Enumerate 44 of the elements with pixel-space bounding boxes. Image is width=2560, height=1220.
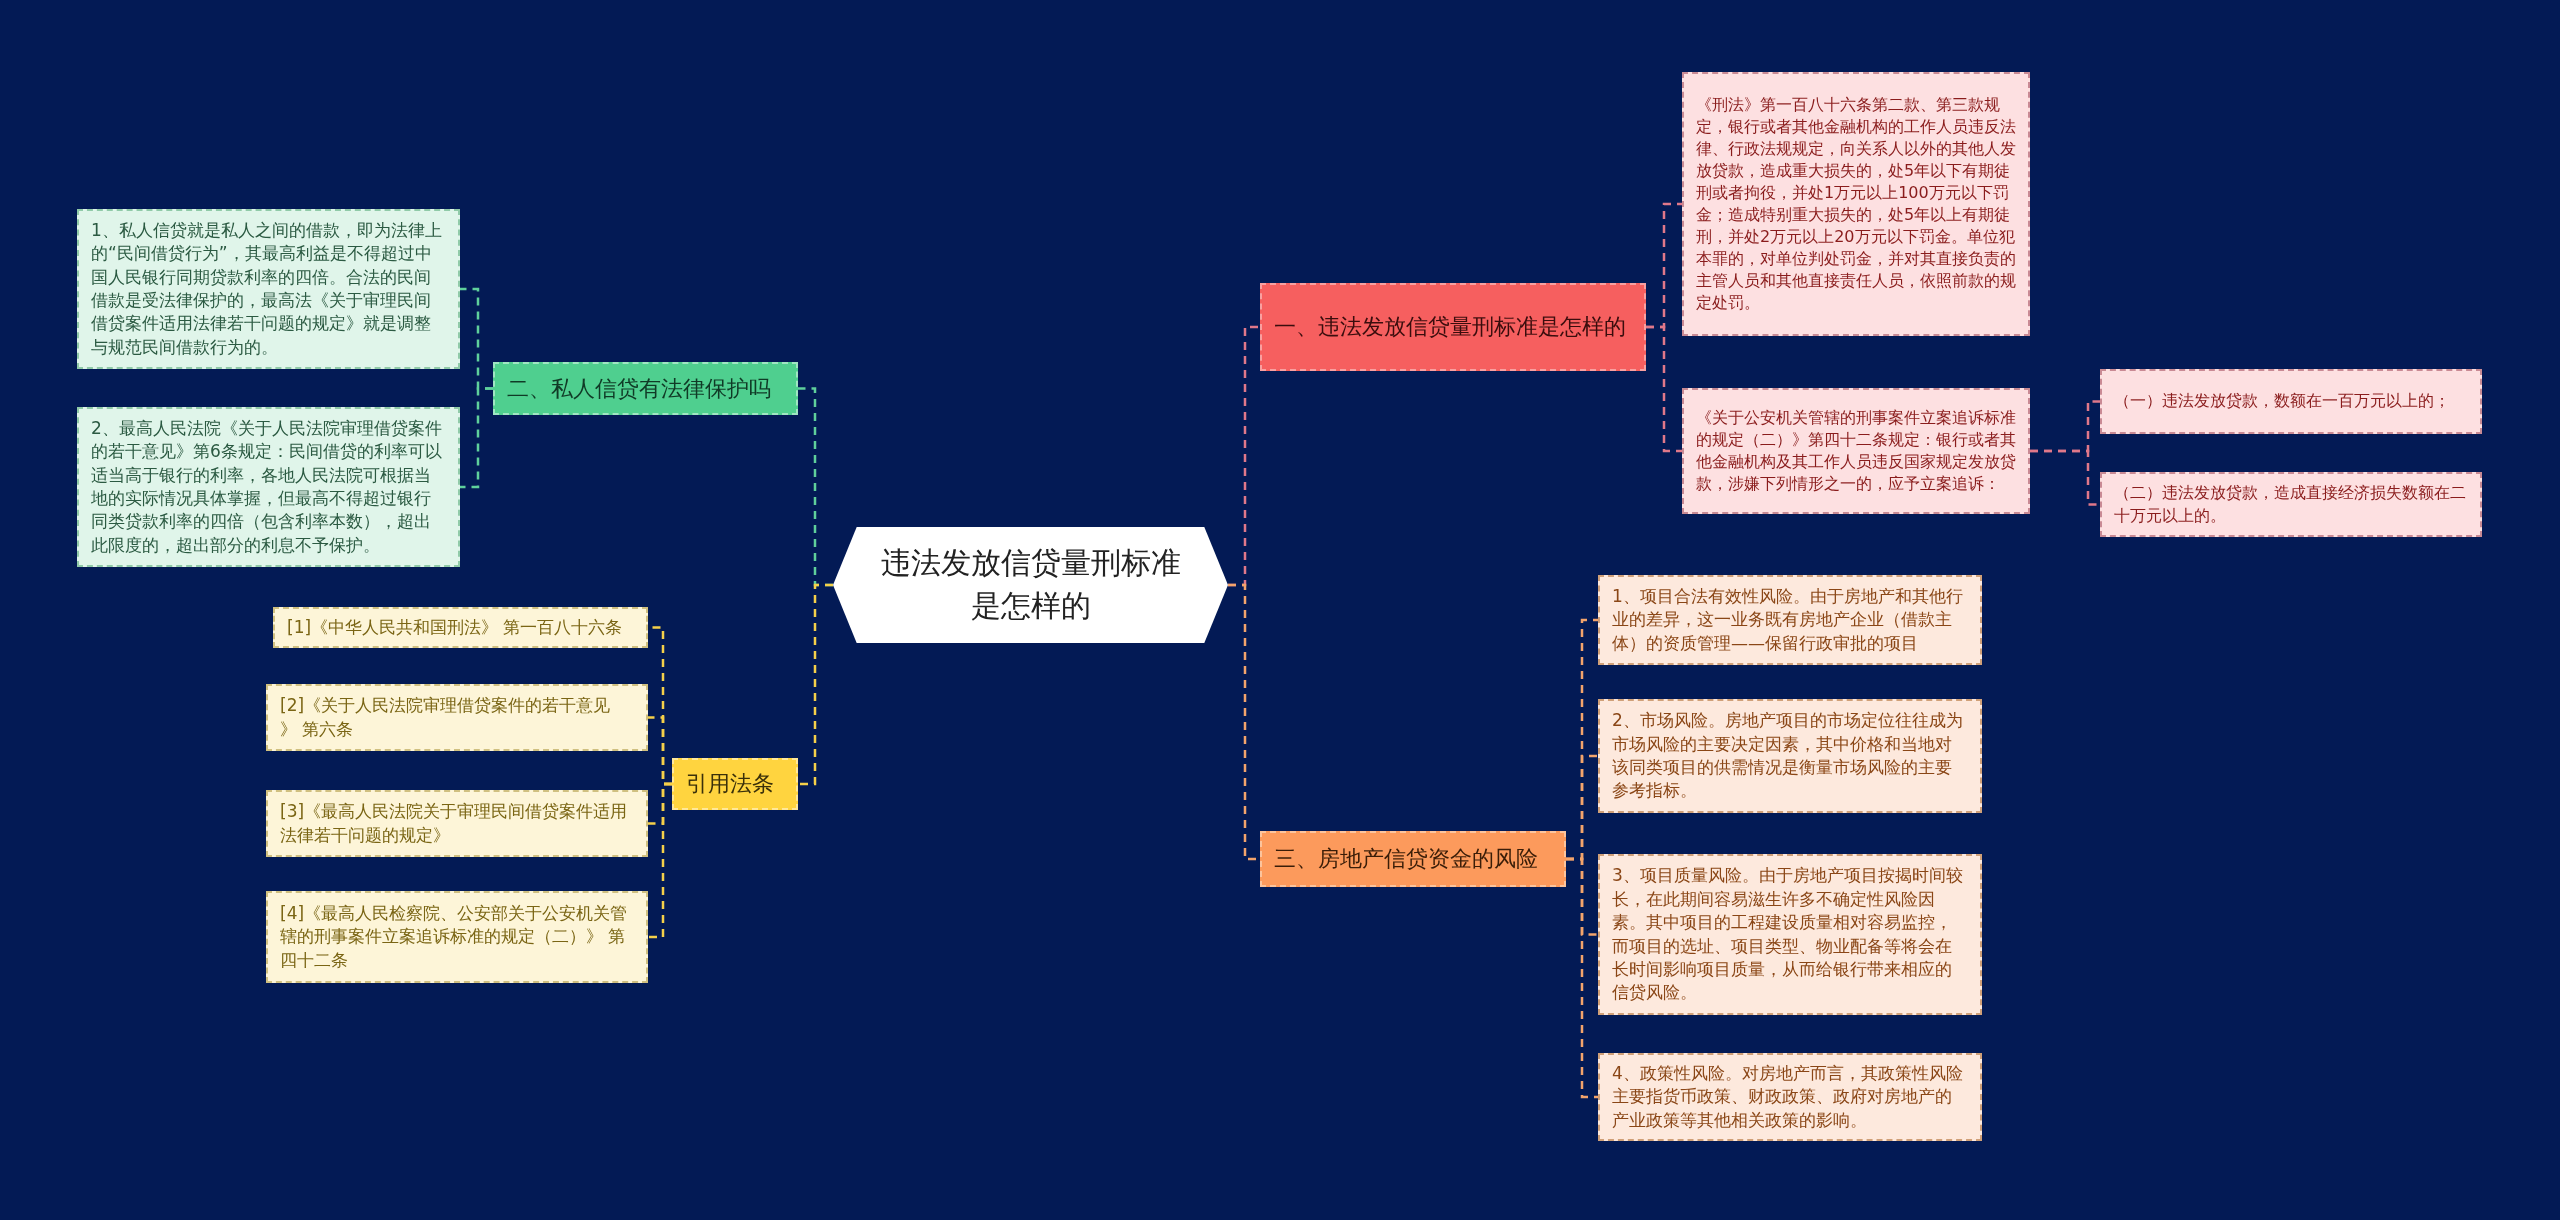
note-box (1598, 699, 1982, 813)
central-topic-hexagon (833, 527, 1228, 643)
note-box (1598, 854, 1982, 1015)
branch-topic-text: 引用法条 (686, 770, 775, 799)
branch-topic-box (1260, 831, 1566, 887)
note-text: 1、项目合法有效性风险。由于房地产和其他行业的差异，这一业务既有房地产企业（借款主体）的资质管理——保留行政审批的项目 (1612, 584, 1964, 655)
note-box (77, 209, 460, 369)
branch-topic-box (493, 362, 798, 415)
central-topic-text: 违法发放信贷量刑标准是怎样的 (879, 544, 1182, 625)
connector-line (798, 583, 833, 786)
note-box (1598, 575, 1982, 665)
note-text: 2、最高人民法院《关于人民法院审理借贷案件的若干意见》第6条规定：民间借贷的利率可以适当高于银行的利率，各地人民法院可根据当地的实际情况具体掌握，但最高不得超过银行同类贷款利率的四倍（包含利率本数），超出此限度的，超出部分的利息不予保护。 (91, 416, 443, 557)
connector-line (460, 387, 493, 489)
note-text: （二）违法发放贷款，造成直接经济损失数额在二十万元以上的。 (2114, 482, 2467, 527)
note-box (1682, 72, 2030, 336)
note-text: 《刑法》第一百八十六条第二款、第三款规定，银行或者其他金融机构的工作人员违反法律、行政法规规定，向关系人以外的其他人发放贷款，造成重大损失的，处5年以下有期徒刑或者拘役，并处1万元以上100万元以下罚金；造成特别重大损失的，处5年以上有期徒刑，并处2万元以上20万元以下罚金。单位犯本罪的，对单位判处罚金，并对其直接负责的主管人员和其他直接责任人员，依照前款的规定处罚。 (1696, 93, 2016, 315)
note-text: [2]《关于人民法院审理借贷案件的若干意见》 第六条 (280, 694, 612, 741)
note-box (273, 607, 648, 648)
branch-topic-text: 三、房地产信贷资金的风险 (1274, 845, 1539, 874)
note-text: 1、私人信贷就是私人之间的借款，即为法律上的“民间借贷行为”，其最高利益是不得超过中国人民银行同期贷款利率的四倍。合法的民间借款是受法律保护的，最高法《关于审理民间借贷案件适用法律若干问题的规定》就是调整与规范民间借款行为的。 (91, 218, 443, 359)
branch-topic-text: 二、私人信贷有法律保护吗 (507, 374, 772, 403)
note-box (1682, 388, 2030, 514)
branch-topic-text: 一、违法发放信贷量刑标准是怎样的 (1274, 313, 1627, 342)
note-text: 4、政策性风险。对房地产而言，其政策性风险主要指货币政策、财政政策、政府对房地产的产业政策等其他相关政策的影响。 (1612, 1061, 1964, 1132)
note-box (77, 407, 460, 567)
note-box (266, 684, 648, 751)
note-text: 《关于公安机关管辖的刑事案件立案追诉标准的规定（二）》第四十二条规定：银行或者其他金融机构及其工作人员违反国家规定发放贷款，涉嫌下列情形之一的，应予立案追诉： (1696, 406, 2016, 496)
note-box (2100, 472, 2482, 537)
note-box (1598, 1053, 1982, 1141)
note-box (266, 891, 648, 983)
note-text: 2、市场风险。房地产项目的市场定位往往成为市场风险的主要决定因素，其中价格和当地对该同类项目的供需情况是衡量市场风险的主要参考指标。 (1612, 709, 1964, 803)
connector-line (2030, 449, 2100, 506)
note-text: （一）违法发放贷款，数额在一百万元以上的； (2114, 390, 2451, 413)
branch-topic-box (1260, 283, 1646, 371)
note-text: [4]《最高人民检察院、公安部关于公安机关管辖的刑事案件立案追诉标准的规定（二）》 第四十二条 (280, 901, 629, 972)
note-text: 3、项目质量风险。由于房地产项目按揭时间较长，在此期间容易滋生许多不确定性风险因素。其中项目的工程建设质量相对容易监控，而项目的选址、项目类型、物业配备等将会在长时间影响项目质量，从而给银行带来相应的信贷风险。 (1612, 864, 1964, 1005)
connector-line (648, 782, 672, 939)
branch-topic-box (672, 758, 798, 810)
note-box (2100, 369, 2482, 434)
connector-line (1566, 857, 1598, 1099)
note-text: [1]《中华人民共和国刑法》 第一百八十六条 (287, 615, 624, 639)
note-text: [3]《最高人民法院关于审理民间借贷案件适用法律若干问题的规定》 (280, 800, 629, 847)
connector-line (1646, 325, 1682, 453)
note-box (266, 790, 648, 857)
